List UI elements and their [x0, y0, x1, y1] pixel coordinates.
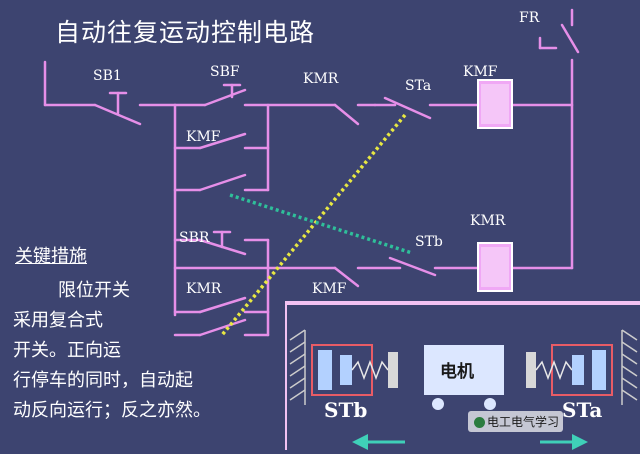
kmr-coil — [477, 242, 513, 292]
watermark: 电工电气学习 — [468, 411, 564, 432]
kmr-nc-contact — [333, 103, 360, 126]
kmf-hold-label: KMF — [186, 129, 221, 145]
motor-wheel-left — [432, 398, 444, 410]
motor-body — [424, 345, 504, 395]
track-rail — [285, 301, 640, 305]
side-line-5: 动反向运行；反之亦然。 — [13, 400, 211, 421]
stb-no-contact — [198, 318, 247, 337]
side-line-1: 限位开关 — [58, 280, 130, 301]
side-line-3: 开关。正向运 — [13, 340, 121, 361]
motor-wheel-right — [484, 398, 496, 410]
sbr-label: SBR — [179, 230, 210, 246]
stb-contact — [388, 256, 437, 277]
stb-switch-label: STb — [324, 398, 368, 422]
kmf-coil — [477, 79, 513, 129]
kmr-coil-label: KMR — [470, 213, 506, 229]
watermark-text: 电工电气学习 — [487, 415, 560, 429]
stb-switch-block — [311, 344, 373, 396]
kmf-coil-label: KMF — [463, 64, 498, 80]
motor-label: 电机 — [440, 362, 474, 382]
kmr-top-label: KMR — [303, 71, 339, 87]
sb1-contact — [93, 103, 142, 126]
side-explanation: 限位开关 采用复合式 开关。正向运 行停车的同时，自动起 动反向运行；反之亦然。 — [3, 276, 283, 426]
side-line-4: 行停车的同时，自动起 — [13, 370, 193, 391]
kmf-nc-contact — [333, 266, 360, 288]
kmr-hold-label: KMR — [186, 281, 222, 297]
sta-switch-label: STa — [562, 398, 603, 422]
right-arrow — [540, 434, 588, 450]
sb1-label: SB1 — [93, 68, 122, 84]
sbf-label: SBF — [210, 64, 240, 80]
right-wall-hatch — [621, 329, 638, 405]
stb-link-dots — [229, 193, 413, 255]
stb-label: STb — [415, 234, 443, 250]
diagram-title: 自动往复运动控制电路 — [55, 18, 316, 47]
kmf-interlock-label: KMF — [312, 281, 347, 297]
sta-label: STa — [405, 78, 432, 94]
left-arrow — [352, 434, 405, 450]
sta-switch-block — [551, 344, 613, 396]
fr-label: FR — [519, 10, 540, 26]
sta-no-contact — [198, 173, 247, 192]
fr-contact — [560, 23, 580, 54]
left-wall-hatch — [289, 329, 306, 405]
sta-contact — [383, 96, 432, 120]
wechat-icon — [474, 417, 485, 428]
side-line-2: 采用复合式 — [13, 310, 103, 331]
kmf-hold-contact — [198, 132, 247, 150]
side-heading: 关键措施 — [15, 246, 87, 267]
sbf-contact — [203, 88, 247, 107]
kmr-hold-contact — [198, 296, 247, 314]
